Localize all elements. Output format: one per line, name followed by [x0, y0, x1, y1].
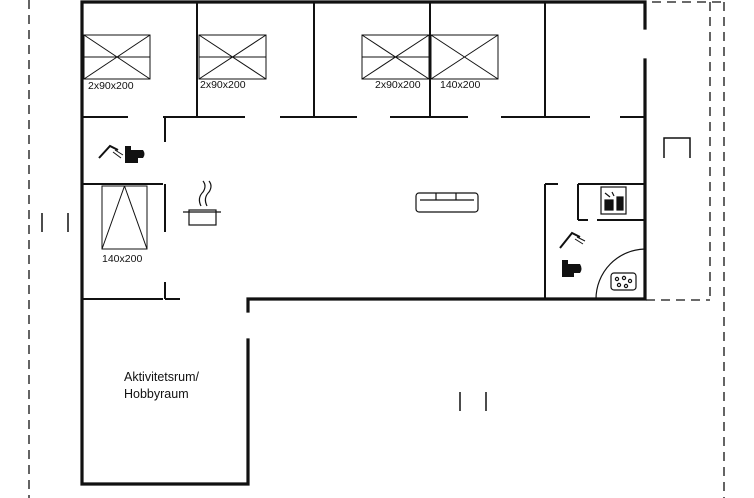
bed-label: 140x200 — [440, 79, 480, 91]
bed-label: 140x200 — [102, 253, 142, 265]
toilet-icon — [562, 260, 582, 277]
terrace-outline — [28, 0, 725, 498]
sauna-icon — [600, 186, 627, 215]
stove-pot-icon — [183, 180, 221, 226]
bed-icon — [83, 34, 151, 80]
exterior-walls — [80, 0, 647, 486]
bed-icon — [101, 185, 148, 250]
bed-icon — [198, 34, 267, 80]
window-marks — [41, 137, 691, 411]
sofa-icon — [415, 192, 479, 213]
room-label-line2: Hobbyraum — [124, 387, 189, 401]
whirlpool-icon — [595, 248, 646, 300]
bed-label: 2x90x200 — [375, 79, 421, 91]
bed-icon — [361, 34, 430, 80]
bed-label: 2x90x200 — [200, 79, 246, 91]
shower-icon — [98, 144, 124, 159]
bed-icon — [430, 34, 499, 80]
room-label-line1: Aktivitetsrum/ — [124, 370, 200, 384]
toilet-icon — [125, 146, 145, 163]
interior-walls — [82, 2, 645, 300]
shower-icon — [559, 231, 586, 249]
bed-label: 2x90x200 — [88, 80, 134, 92]
